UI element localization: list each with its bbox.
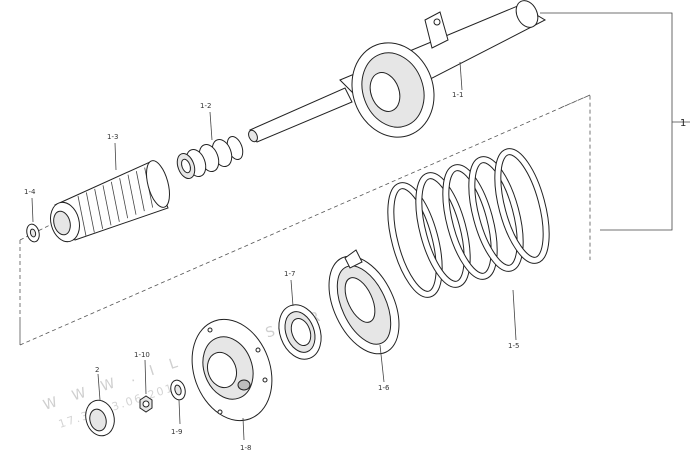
cap-2	[85, 373, 115, 437]
strut-body-1-1	[248, 0, 547, 143]
washer-1-4	[26, 197, 40, 243]
label-1-8: 1-8	[240, 444, 251, 452]
bump-stop-1-2	[176, 111, 244, 180]
label-1-7: 1-7	[284, 270, 295, 278]
assembly-bracket	[540, 12, 690, 231]
label-1-1: 1-1	[452, 91, 463, 99]
washer-1-9	[170, 379, 186, 425]
label-2: 2	[95, 366, 99, 374]
nut-1-10	[139, 359, 153, 413]
label-1-5: 1-5	[508, 342, 519, 350]
label-1-3: 1-3	[107, 133, 118, 141]
label-1-9: 1-9	[171, 428, 182, 436]
spring-seat-1-6	[328, 249, 400, 383]
label-1-2: 1-2	[200, 102, 211, 110]
label-1: 1	[680, 118, 686, 129]
insulator-1-7	[278, 279, 322, 360]
label-1-6: 1-6	[378, 384, 390, 392]
coil-spring-1-5	[387, 148, 550, 341]
dust-boot-1-3	[50, 142, 170, 243]
label-1-10: 1-10	[134, 351, 150, 359]
label-1-4: 1-4	[24, 188, 36, 196]
top-mount-1-8	[191, 318, 273, 441]
